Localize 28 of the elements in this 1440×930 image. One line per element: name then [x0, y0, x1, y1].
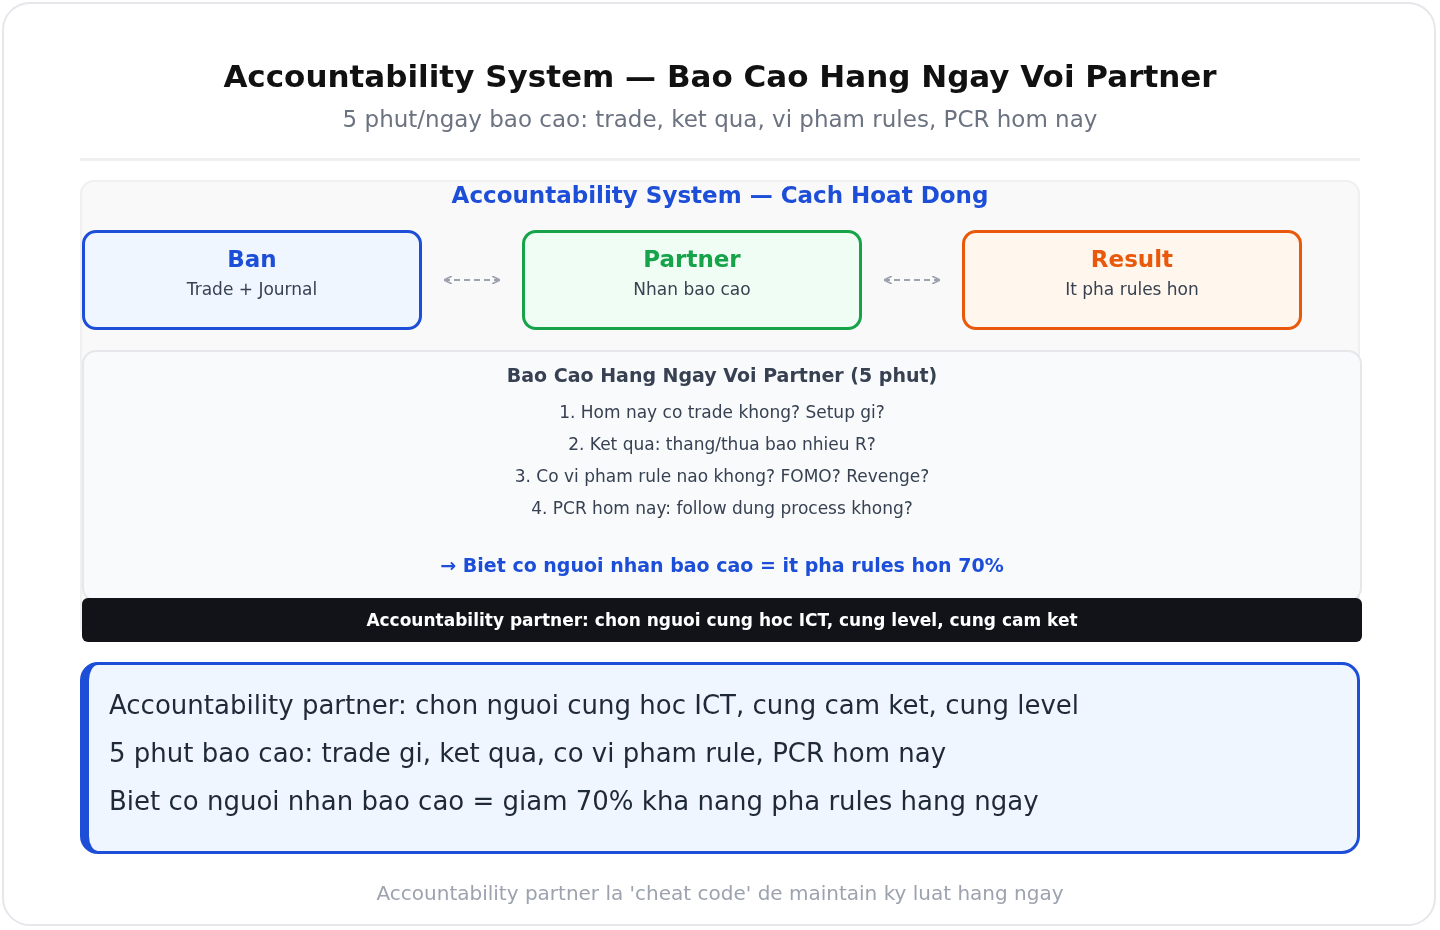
- double-arrow: [883, 275, 941, 285]
- card-text: It pha rules hon: [1064, 279, 1200, 299]
- banner-bar: [82, 598, 1362, 642]
- takeaway-line: Accountability partner: chon nguoi cung hoc ICT, cung cam ket, cung level: [109, 689, 1080, 722]
- footer-note: Accountability partner la 'cheat code' de maintain ky luat hang ngay: [375, 881, 1065, 905]
- takeaway-line: 5 phut bao cao: trade gi, ket qua, co vi pham rule, PCR hom nay: [109, 737, 948, 770]
- double-arrow: [443, 275, 501, 285]
- takeaway-line: Biet co nguoi nhan bao cao = giam 70% kha nang pha rules hang ngay: [109, 785, 1040, 818]
- card-text: Nhan bao cao: [632, 279, 752, 299]
- highlight-text: → Biet co nguoi nhan bao cao = it pha rules hon 70%: [439, 554, 1005, 576]
- card: [962, 230, 1302, 330]
- banner-text: Accountability partner: chon nguoi cung hoc ICT, cung level, cung cam ket: [365, 609, 1079, 632]
- checklist-item: 3. Co vi pham rule nao khong? FOMO? Revenge?: [513, 465, 931, 488]
- checklist-item: 4. PCR hom nay: follow dung process khong?: [530, 497, 914, 520]
- card-text: Trade + Journal: [185, 279, 319, 299]
- takeaway-box: [80, 662, 1360, 854]
- checklist-item: 2. Ket qua: thang/thua bao nhieu R?: [567, 433, 877, 456]
- card: [82, 230, 422, 330]
- title: Accountability System — Bao Cao Hang Ngay Voi Partner: [222, 58, 1218, 94]
- panel: [80, 180, 1360, 640]
- panel-heading: Accountability System — Cach Hoat Dong: [450, 182, 990, 208]
- checklist-heading: Bao Cao Hang Ngay Voi Partner (5 phut): [505, 364, 939, 386]
- card: [522, 230, 862, 330]
- card-heading: Partner: [642, 245, 742, 274]
- card-heading: Result: [1089, 245, 1175, 274]
- card-heading: Ban: [226, 245, 278, 274]
- checklist-item: 1. Hom nay co trade khong? Setup gi?: [558, 401, 886, 424]
- subtitle: 5 phut/ngay bao cao: trade, ket qua, vi pham rules, PCR hom nay: [341, 106, 1099, 132]
